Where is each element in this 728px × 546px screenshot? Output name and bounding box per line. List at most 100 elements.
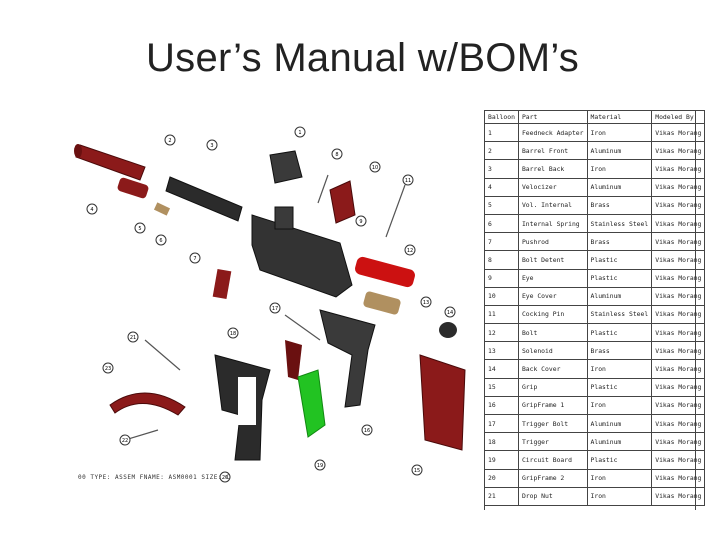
exploded-assembly-drawing: 2 1 3 4 5 6 7 8 9 10 11 12 13 14 15 16 1… (74, 126, 466, 483)
cell: GripFrame 1 (517, 395, 588, 416)
feedneck-adapter-part (269, 150, 303, 184)
cell: Vikas Morang (651, 177, 706, 197)
cell: Vikas Morang (651, 141, 706, 161)
balloon-label: 17 (272, 306, 278, 312)
cell: 20 (484, 468, 519, 488)
main-body-part (251, 206, 353, 298)
balloon-label: 5 (138, 226, 141, 232)
balloon-label: 9 (359, 219, 362, 225)
cell: Iron (586, 468, 653, 488)
cell: Stainless Steel (586, 304, 653, 325)
bom-header-modeled-by: Modeled By (651, 110, 706, 124)
balloon-label: 3 (210, 143, 213, 149)
cell: Aluminum (586, 177, 653, 197)
cell: Vikas Morang (651, 304, 706, 325)
balloon-label: 20 (222, 475, 228, 481)
drop-nut-part (109, 392, 186, 416)
cell: Aluminum (586, 286, 653, 306)
cell: 11 (484, 304, 519, 325)
cell: Vikas Morang (651, 450, 706, 470)
cell: GripFrame 2 (517, 468, 588, 488)
cell: Stainless Steel (586, 213, 653, 234)
cell: Internal Spring (517, 213, 588, 234)
cell: Brass (586, 341, 653, 361)
cell: Brass (586, 232, 653, 252)
balloon-label: 22 (122, 438, 128, 444)
cell: 2 (484, 141, 519, 161)
bom-header-material: Material (586, 110, 653, 124)
pins-parts (124, 174, 406, 441)
cell: 18 (484, 432, 519, 452)
velocizer-part (153, 202, 171, 216)
cell: Iron (586, 395, 653, 416)
cell: Vikas Morang (651, 468, 706, 488)
cell: Vikas Morang (651, 286, 706, 306)
cell: 8 (484, 250, 519, 270)
cell: Eye Cover (517, 286, 588, 306)
balloon-label: 7 (193, 256, 196, 262)
cell: 13 (484, 341, 519, 361)
drawing-caption: 00 TYPE: ASSEM FNAME: ASM0001 SIZE: C (78, 474, 231, 481)
cell: 3 (484, 159, 519, 179)
cell: 15 (484, 377, 519, 397)
cell: Velocizer (517, 177, 588, 197)
bom-header-row: Balloon Part Material Modeled By (484, 110, 706, 124)
balloon-label: 13 (423, 300, 429, 306)
slide-title: User’s Manual w/BOM’s (146, 36, 580, 80)
bolt-part (355, 256, 415, 288)
cell: Vikas Morang (651, 323, 706, 343)
balloon-label: 1 (298, 130, 301, 136)
bom-header-part: Part (517, 110, 588, 124)
cell: Plastic (586, 323, 653, 343)
cell: 16 (484, 395, 519, 416)
balloon-label: 14 (447, 310, 453, 316)
cell: Vikas Morang (651, 232, 706, 252)
cell: Vikas Morang (651, 268, 706, 288)
balloon-label: 2 (168, 138, 171, 144)
barrel-back-part (165, 176, 243, 222)
cell: Plastic (586, 377, 653, 397)
cell: Feedneck Adapter (517, 122, 588, 143)
barrel-front-part (74, 144, 146, 181)
cell: Vikas Morang (651, 395, 706, 416)
cell: Solenoid (517, 341, 588, 361)
cell: Vikas Morang (651, 432, 706, 452)
balloon-label: 15 (414, 468, 420, 474)
cell: Grip (517, 377, 588, 397)
cell: Trigger Bolt (517, 413, 588, 434)
cell: Aluminum (586, 413, 653, 434)
cell: Iron (586, 486, 653, 506)
cell: 21 (484, 486, 519, 506)
cell: Barrel Back (517, 159, 588, 179)
cell: Trigger (517, 432, 588, 452)
trigger-part (285, 340, 302, 380)
cell: 5 (484, 195, 519, 215)
balloon-label: 8 (335, 152, 338, 158)
balloon-label: 11 (405, 178, 411, 184)
cell: Iron (586, 122, 653, 143)
circuit-board-part (297, 369, 326, 438)
balloon-label: 12 (407, 248, 413, 254)
cell: Plastic (586, 250, 653, 270)
cell: Brass (586, 195, 653, 215)
balloon-label: 4 (90, 207, 93, 213)
cell: Back Cover (517, 359, 588, 379)
cell: Iron (586, 359, 653, 379)
balloon-label: 19 (317, 463, 323, 469)
cell: 9 (484, 268, 519, 288)
solenoid-part (363, 291, 401, 315)
cell: Barrel Front (517, 141, 588, 161)
